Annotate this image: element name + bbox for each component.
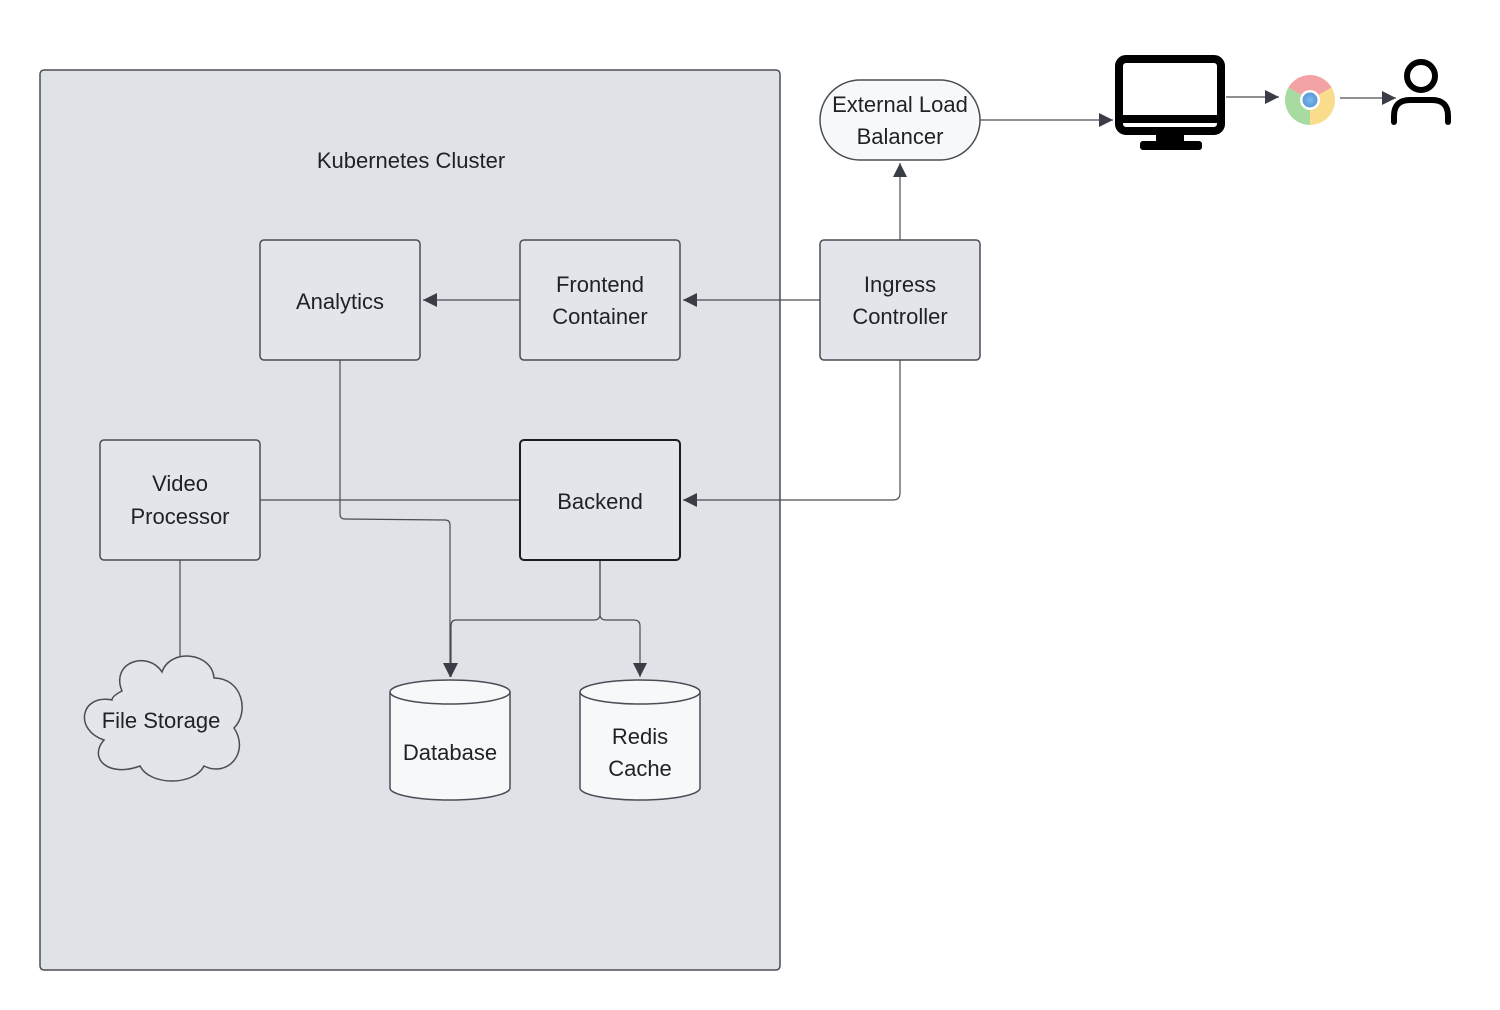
- node-analytics[interactable]: Analytics: [259, 239, 421, 361]
- node-frontend-container[interactable]: Frontend Container: [519, 239, 681, 361]
- node-database-label: Database: [403, 740, 497, 765]
- edge-analytics-to-database: [339, 360, 457, 677]
- node-frontend-label-line1: Frontend: [556, 272, 644, 297]
- cloud-shape: [83, 655, 243, 782]
- node-database[interactable]: Database: [389, 679, 511, 801]
- node-analytics-label: Analytics: [296, 289, 384, 314]
- edge-ingress-to-backend: [683, 360, 901, 507]
- node-redis-label-line2: Cache: [608, 756, 672, 781]
- node-video-processor-label-line1: Video: [152, 471, 208, 496]
- node-external-lb-label-line1: External Load: [832, 92, 968, 117]
- node-backend[interactable]: Backend: [519, 439, 681, 561]
- cluster-title: Kubernetes Cluster: [317, 148, 505, 173]
- node-redis-cache[interactable]: Redis Cache: [579, 679, 701, 801]
- node-external-load-balancer[interactable]: External Load Balancer: [819, 79, 981, 161]
- node-redis-label-line1: Redis: [612, 724, 668, 749]
- node-external-lb-label-line2: Balancer: [857, 124, 944, 149]
- node-frontend-label-line2: Container: [552, 304, 647, 329]
- node-file-storage-label: File Storage: [102, 708, 221, 733]
- node-video-processor[interactable]: Video Processor: [99, 439, 261, 561]
- edge-backend-to-database: [444, 560, 601, 677]
- node-file-storage[interactable]: File Storage: [83, 655, 243, 782]
- node-ingress-controller[interactable]: Ingress Controller: [819, 239, 981, 361]
- node-backend-label: Backend: [557, 489, 643, 514]
- chrome-browser-icon[interactable]: [1285, 75, 1335, 125]
- node-ingress-label-line1: Ingress: [864, 272, 936, 297]
- node-ingress-label-line2: Controller: [852, 304, 947, 329]
- user-icon[interactable]: [1391, 59, 1451, 125]
- monitor-icon[interactable]: [1115, 55, 1225, 150]
- edge-backend-to-redis: [599, 560, 647, 677]
- node-video-processor-label-line2: Processor: [130, 504, 229, 529]
